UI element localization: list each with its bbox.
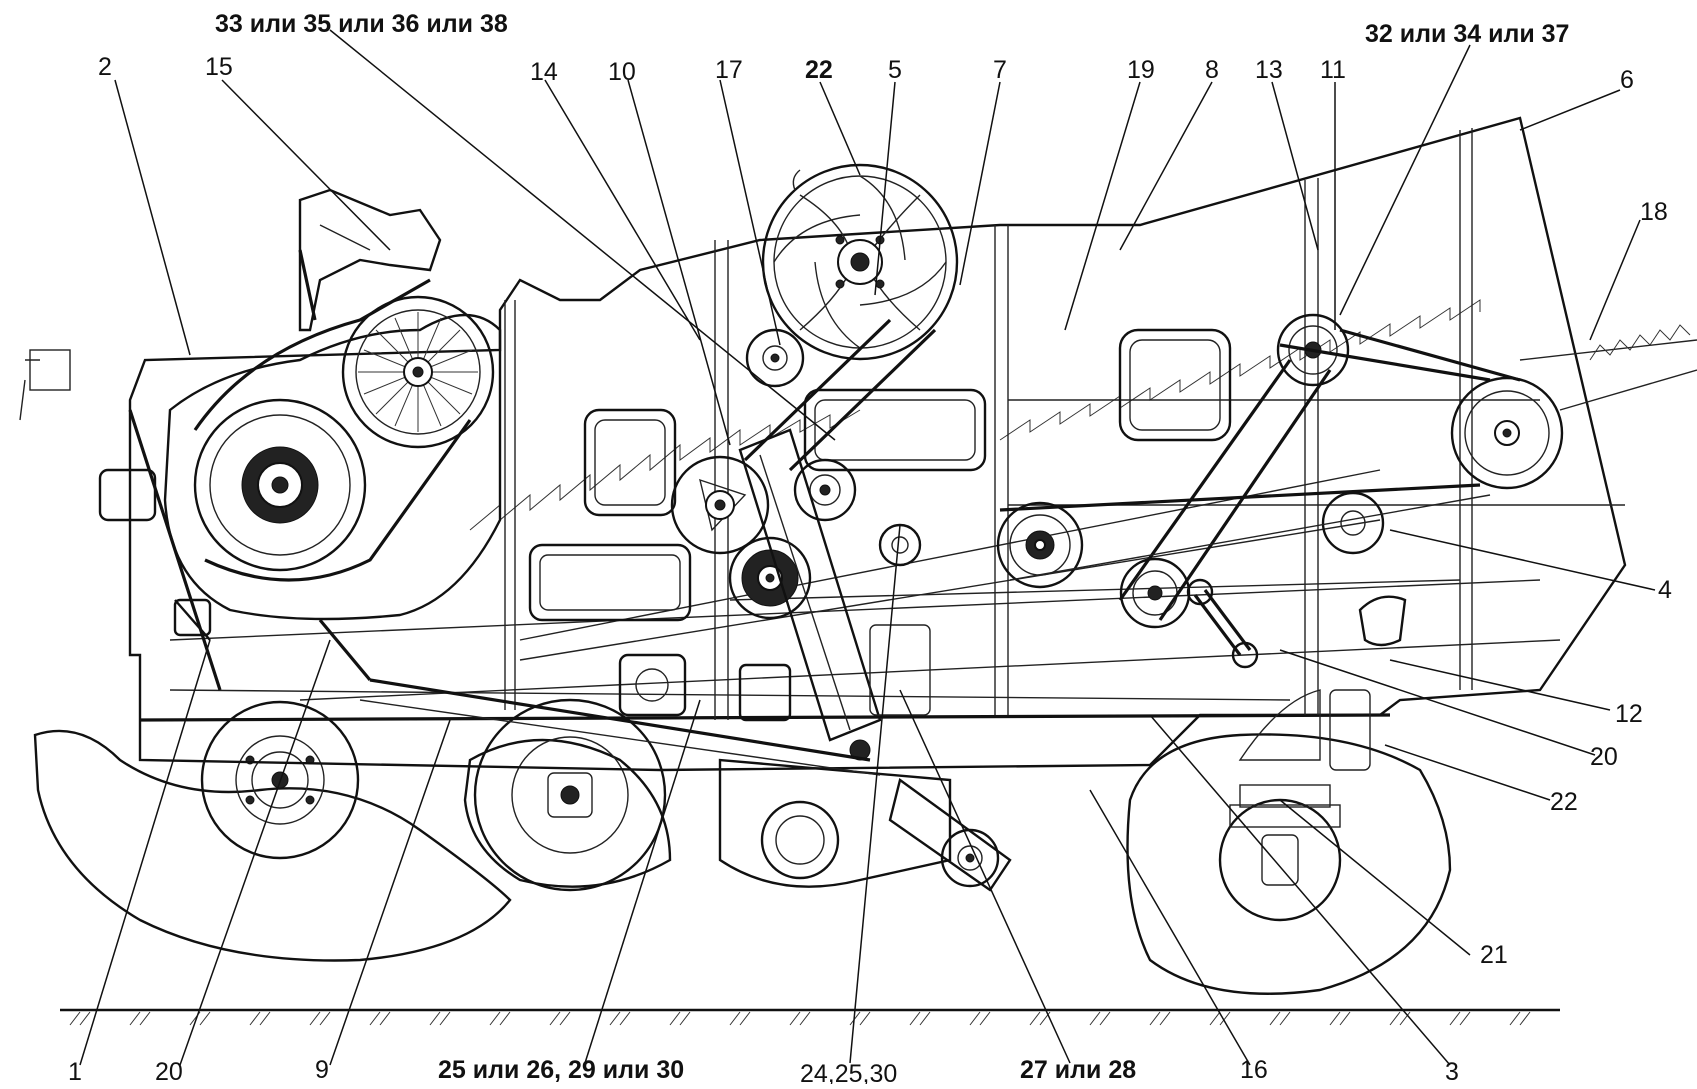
lever-arm-center xyxy=(738,428,1012,892)
label-21: 21 xyxy=(1480,941,1508,969)
middle-wheel xyxy=(463,698,672,892)
label-20-bottom: 20 xyxy=(155,1058,183,1084)
leader-lines xyxy=(79,29,1656,1066)
window-4 xyxy=(1118,328,1232,442)
label-3: 3 xyxy=(1445,1058,1459,1084)
label-5: 5 xyxy=(888,56,902,84)
bottom-auger-housing xyxy=(718,758,952,888)
right-belts xyxy=(999,328,1521,621)
label-11: 11 xyxy=(1320,56,1346,84)
label-22-top: 22 xyxy=(805,56,833,84)
label-15: 15 xyxy=(205,53,233,81)
left-engine-cover xyxy=(163,188,502,621)
big-wheel-5 xyxy=(761,163,959,361)
window-1 xyxy=(583,408,677,517)
label-20-right: 20 xyxy=(1590,743,1618,771)
belt-main xyxy=(743,318,937,472)
label-33-35-36-38: 33 или 35 или 36 или 38 xyxy=(215,10,508,38)
label-12: 12 xyxy=(1615,700,1643,728)
label-14: 14 xyxy=(530,58,558,86)
label-18: 18 xyxy=(1640,198,1668,226)
label-13: 13 xyxy=(1255,56,1283,84)
label-25-26-29-30: 25 или 26, 29 или 30 xyxy=(438,1056,684,1084)
label-1: 1 xyxy=(68,1058,82,1084)
label-24-25-30: 24,25,30 xyxy=(800,1060,897,1084)
ground-line xyxy=(60,1008,1560,1026)
drum-left xyxy=(193,398,367,572)
window-3 xyxy=(803,388,987,472)
label-22-right: 22 xyxy=(1550,788,1578,816)
front-wheel xyxy=(33,700,512,962)
label-7: 7 xyxy=(993,56,1007,84)
lower-center-parts xyxy=(618,624,931,761)
label-9: 9 xyxy=(315,1056,329,1084)
label-6: 6 xyxy=(1620,66,1634,94)
label-4: 4 xyxy=(1658,576,1672,604)
label-27-28: 27 или 28 xyxy=(1020,1056,1136,1084)
left-struts xyxy=(19,349,881,776)
window-2 xyxy=(528,543,692,622)
label-8: 8 xyxy=(1205,56,1219,84)
left-belts xyxy=(193,278,472,582)
pulley-10 xyxy=(745,328,805,388)
label-17: 17 xyxy=(715,56,743,84)
label-10: 10 xyxy=(608,58,636,86)
pulley-13 xyxy=(1276,313,1350,387)
pulley-right-big xyxy=(1450,376,1564,490)
rear-wheel xyxy=(1126,733,1452,995)
label-19: 19 xyxy=(1127,56,1155,84)
label-2: 2 xyxy=(98,53,112,81)
right-levers xyxy=(1186,578,1407,771)
pulley-small-center xyxy=(793,458,857,522)
label-32-34-37: 32 или 34 или 37 xyxy=(1365,20,1569,48)
triangle-pulley xyxy=(670,455,770,555)
label-16: 16 xyxy=(1240,1056,1268,1084)
fan-pulley xyxy=(341,295,495,449)
callout-labels: 33 или 35 или 36 или 38 32 или 34 или 37… xyxy=(68,10,1672,1088)
